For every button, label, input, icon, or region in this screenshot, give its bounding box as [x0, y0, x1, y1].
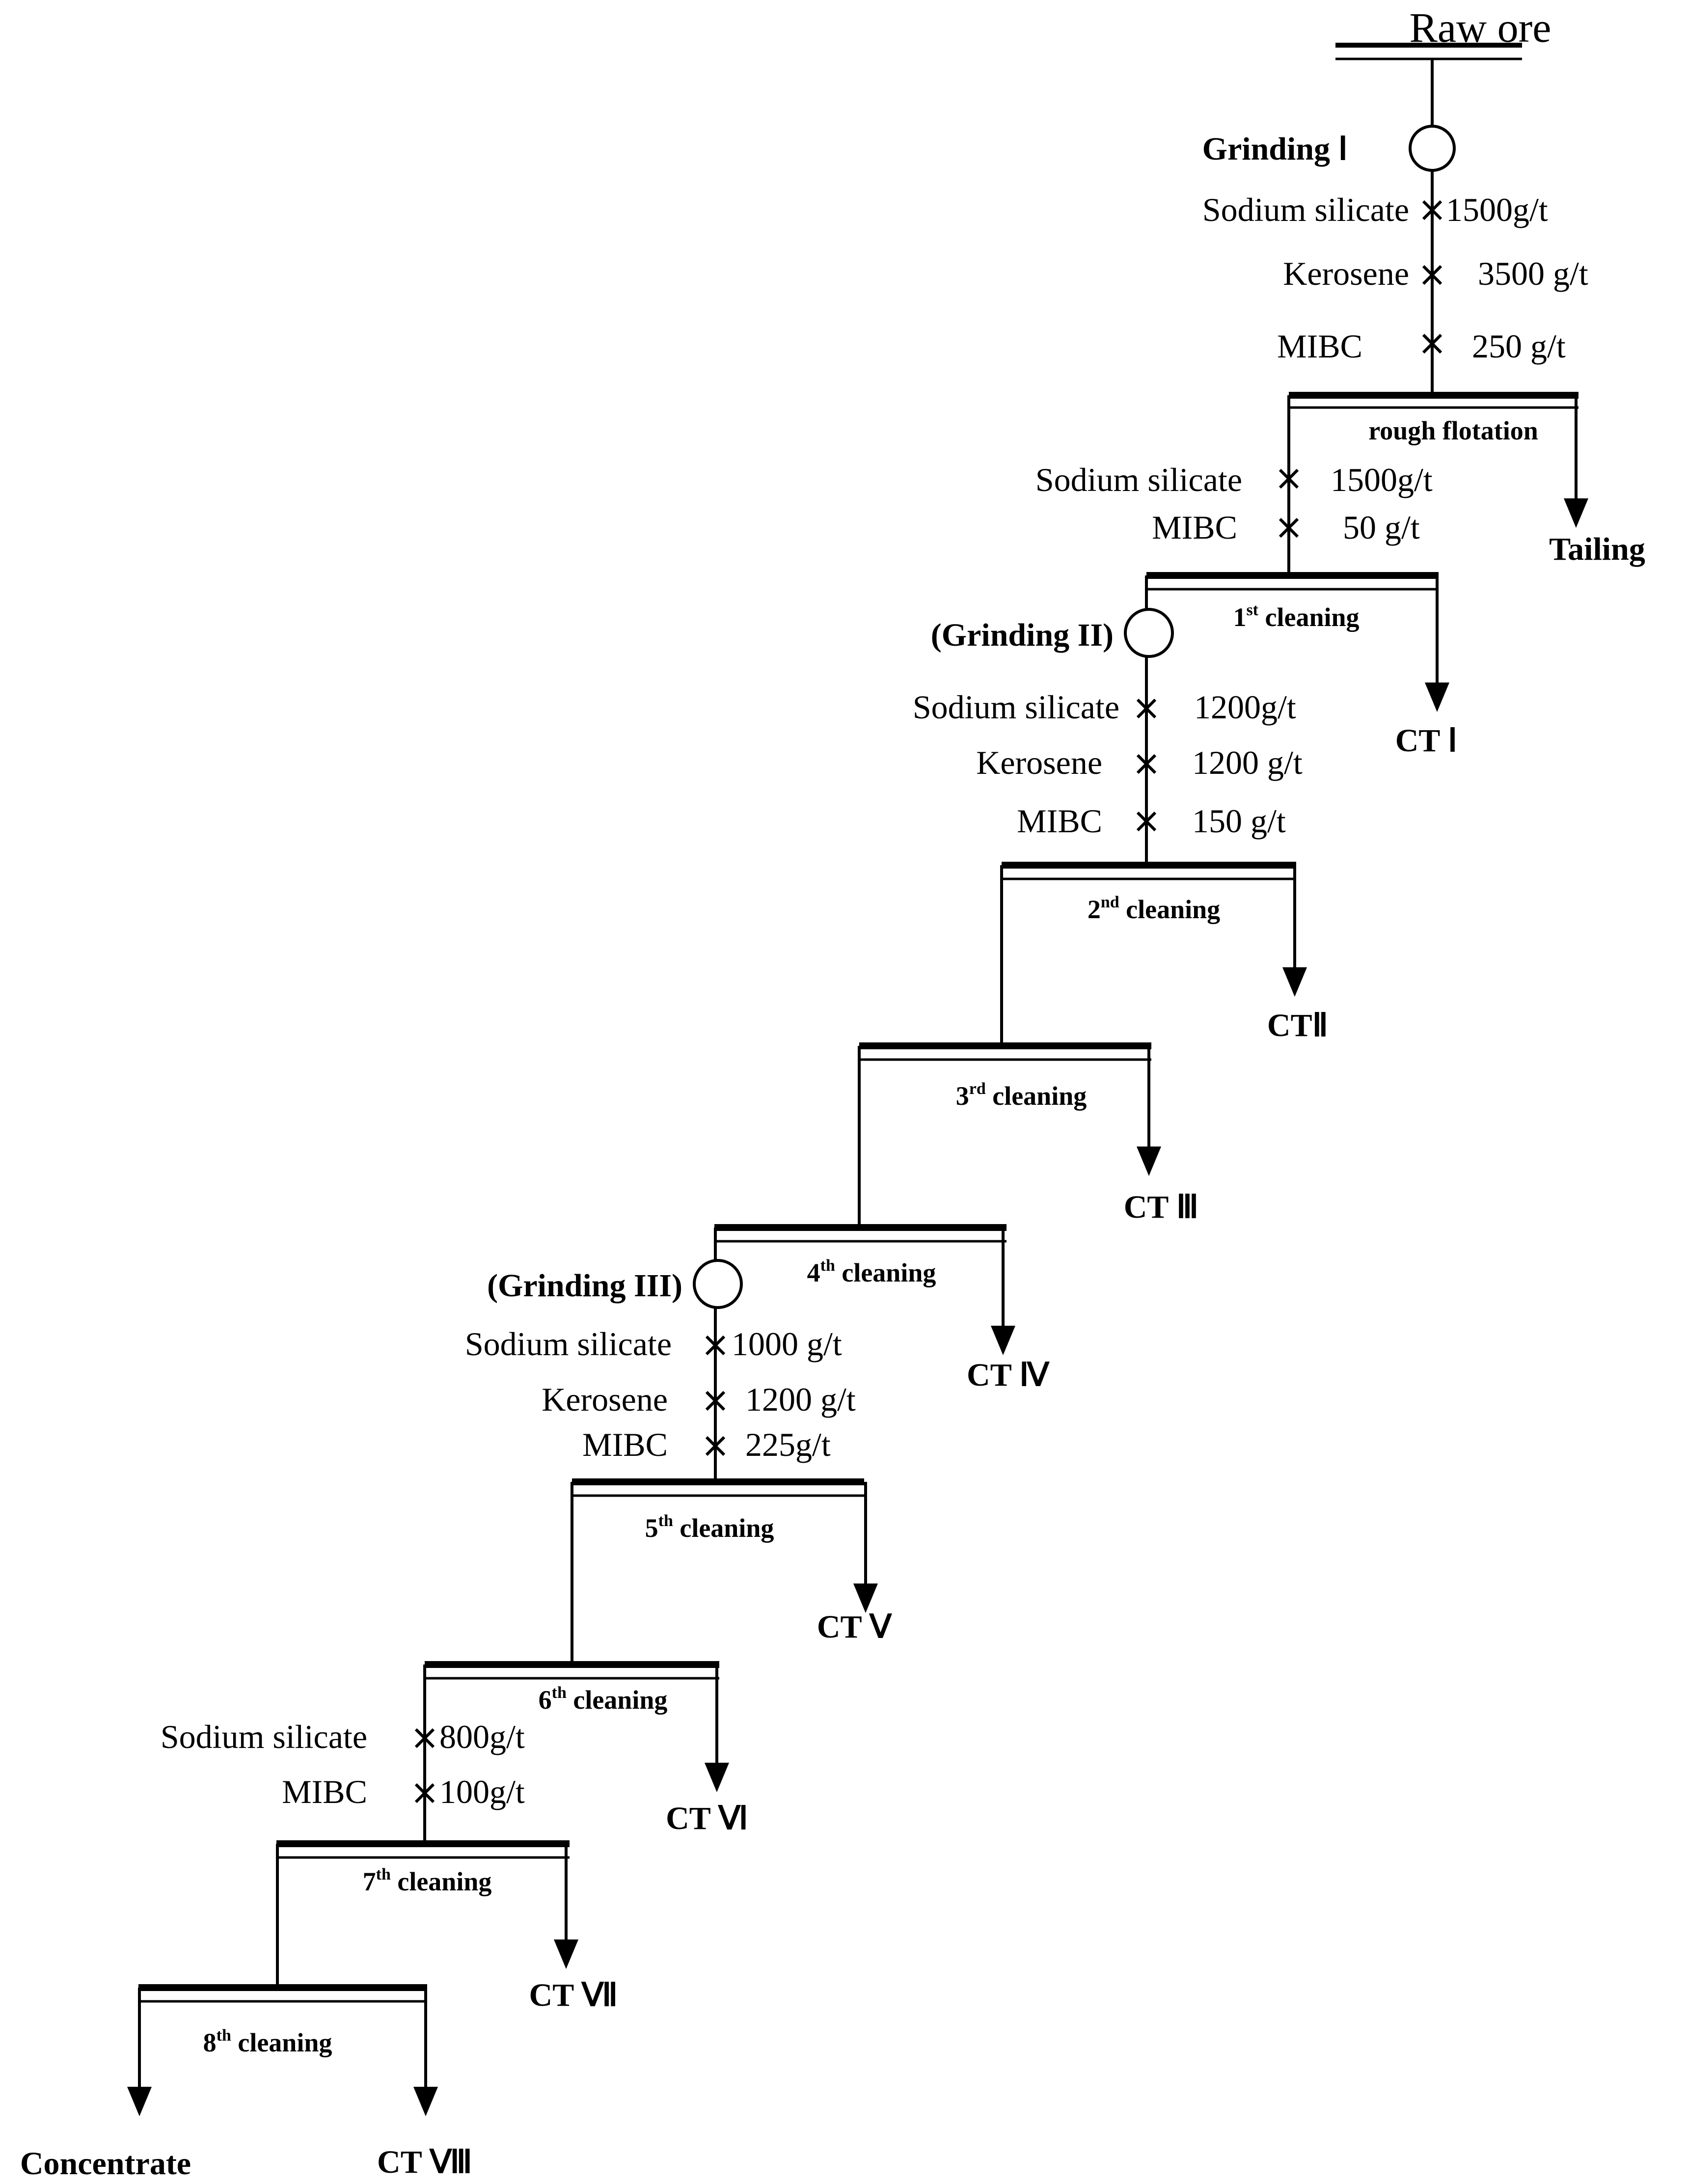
reagent-name: MIBC — [1277, 328, 1362, 365]
reagent-name: MIBC — [1152, 509, 1237, 546]
product-concentrate: Concentrate — [20, 2146, 191, 2182]
grinding-2-label: (Grinding II) — [931, 617, 1114, 653]
reagent-dose: 50 g/t — [1343, 509, 1420, 546]
ct3-arrow — [1137, 1147, 1161, 1176]
reagent-name: Sodium silicate — [465, 1325, 672, 1363]
reagent-cross-icon — [1279, 468, 1299, 489]
stage-label-6: 6th cleaning — [539, 1684, 668, 1715]
reagent-dose: 800g/t — [439, 1718, 525, 1755]
product-ct7: CT Ⅶ — [529, 1977, 618, 2013]
reagent-dose: 1200 g/t — [1192, 744, 1303, 781]
reagent-addition-markers — [414, 200, 1442, 1803]
reagent-cross-icon — [705, 1391, 726, 1411]
reagent-name: MIBC — [582, 1426, 668, 1463]
reagent-name: Kerosene — [1283, 255, 1409, 292]
grinding-1-icon — [1409, 125, 1456, 172]
reagent-name: MIBC — [1017, 802, 1102, 840]
grinding-3-label: (Grinding III) — [487, 1268, 682, 1304]
stage-label-7: 7th cleaning — [363, 1865, 492, 1896]
reagent-name: Sodium silicate — [913, 688, 1119, 726]
reagent-name: Kerosene — [542, 1381, 668, 1418]
reagent-cross-icon — [705, 1436, 726, 1456]
reagent-name: Kerosene — [976, 744, 1102, 781]
reagent-group-5th: Sodium silicate 1000 g/t Kerosene 1200 g… — [465, 1325, 856, 1463]
reagent-dose: 250 g/t — [1472, 328, 1566, 365]
reagent-cross-icon — [1279, 518, 1299, 538]
reagent-dose: 150 g/t — [1192, 802, 1286, 840]
ct4-arrow — [991, 1326, 1015, 1355]
product-ct6: CT Ⅵ — [666, 1801, 748, 1836]
stage-label-2: 2nd cleaning — [1088, 893, 1220, 924]
reagent-name: Sodium silicate — [1035, 461, 1242, 498]
stage-label-3: 3rd cleaning — [956, 1080, 1087, 1111]
reagent-cross-icon — [1136, 754, 1157, 774]
reagent-dose: 225g/t — [745, 1426, 831, 1463]
product-ct2: CTⅡ — [1267, 1008, 1328, 1043]
product-ct3: CT Ⅲ — [1124, 1189, 1199, 1225]
reagent-cross-icon — [414, 1783, 435, 1803]
stage-label-1: 1st cleaning — [1233, 601, 1359, 632]
reagent-name: Sodium silicate — [1202, 191, 1409, 228]
product-ct1: CT Ⅰ — [1395, 723, 1457, 759]
tailing-arrow — [1564, 498, 1588, 528]
reagent-dose: 100g/t — [439, 1773, 525, 1810]
stage-label-4: 4th cleaning — [807, 1256, 936, 1287]
reagent-group-7th: Sodium silicate 800g/t MIBC 100g/t — [161, 1718, 525, 1810]
ct6-arrow — [705, 1763, 729, 1792]
stage-label-5: 5th cleaning — [645, 1512, 774, 1543]
reagent-cross-icon — [1136, 811, 1157, 832]
concentrate-arrow — [127, 2087, 152, 2116]
grinding-3-icon — [693, 1259, 743, 1309]
grinding-2-icon — [1124, 608, 1174, 658]
reagent-cross-icon — [414, 1728, 435, 1748]
product-tailing: Tailing — [1549, 531, 1645, 567]
reagent-dose: 1500g/t — [1446, 191, 1548, 228]
reagent-name: Sodium silicate — [161, 1718, 367, 1755]
stage-label-8: 8th cleaning — [203, 2026, 332, 2057]
reagent-cross-icon — [705, 1335, 726, 1356]
reagent-group-1st: Sodium silicate 1500g/t MIBC 50 g/t — [1035, 461, 1433, 546]
ct5-arrow — [853, 1583, 878, 1613]
reagent-dose: 3500 g/t — [1478, 255, 1588, 292]
ct7-arrow — [554, 1939, 578, 1969]
reagent-cross-icon — [1422, 333, 1442, 354]
product-ct5: CT Ⅴ — [817, 1609, 893, 1645]
ct8-arrow — [413, 2087, 438, 2116]
product-ct8: CT Ⅷ — [377, 2144, 472, 2180]
reagent-dose: 1200 g/t — [745, 1381, 856, 1418]
reagent-group-2nd: Sodium silicate 1200g/t Kerosene 1200 g/… — [913, 688, 1303, 840]
product-ct4: CT Ⅳ — [967, 1357, 1050, 1393]
reagent-cross-icon — [1422, 200, 1442, 220]
grinding-1-label: Grinding Ⅰ — [1202, 131, 1348, 167]
reagent-group-rougher: Sodium silicate 1500g/t Kerosene 3500 g/… — [1202, 191, 1588, 365]
ct2-arrow — [1282, 967, 1307, 997]
ct1-arrow — [1425, 682, 1449, 712]
reagent-cross-icon — [1422, 265, 1442, 285]
reagent-cross-icon — [1136, 698, 1157, 719]
stage-label-rough: rough flotation — [1368, 416, 1538, 445]
reagent-name: MIBC — [282, 1773, 367, 1810]
reagent-dose: 1200g/t — [1194, 688, 1296, 726]
reagent-dose: 1500g/t — [1331, 461, 1433, 498]
reagent-dose: 1000 g/t — [732, 1325, 842, 1363]
